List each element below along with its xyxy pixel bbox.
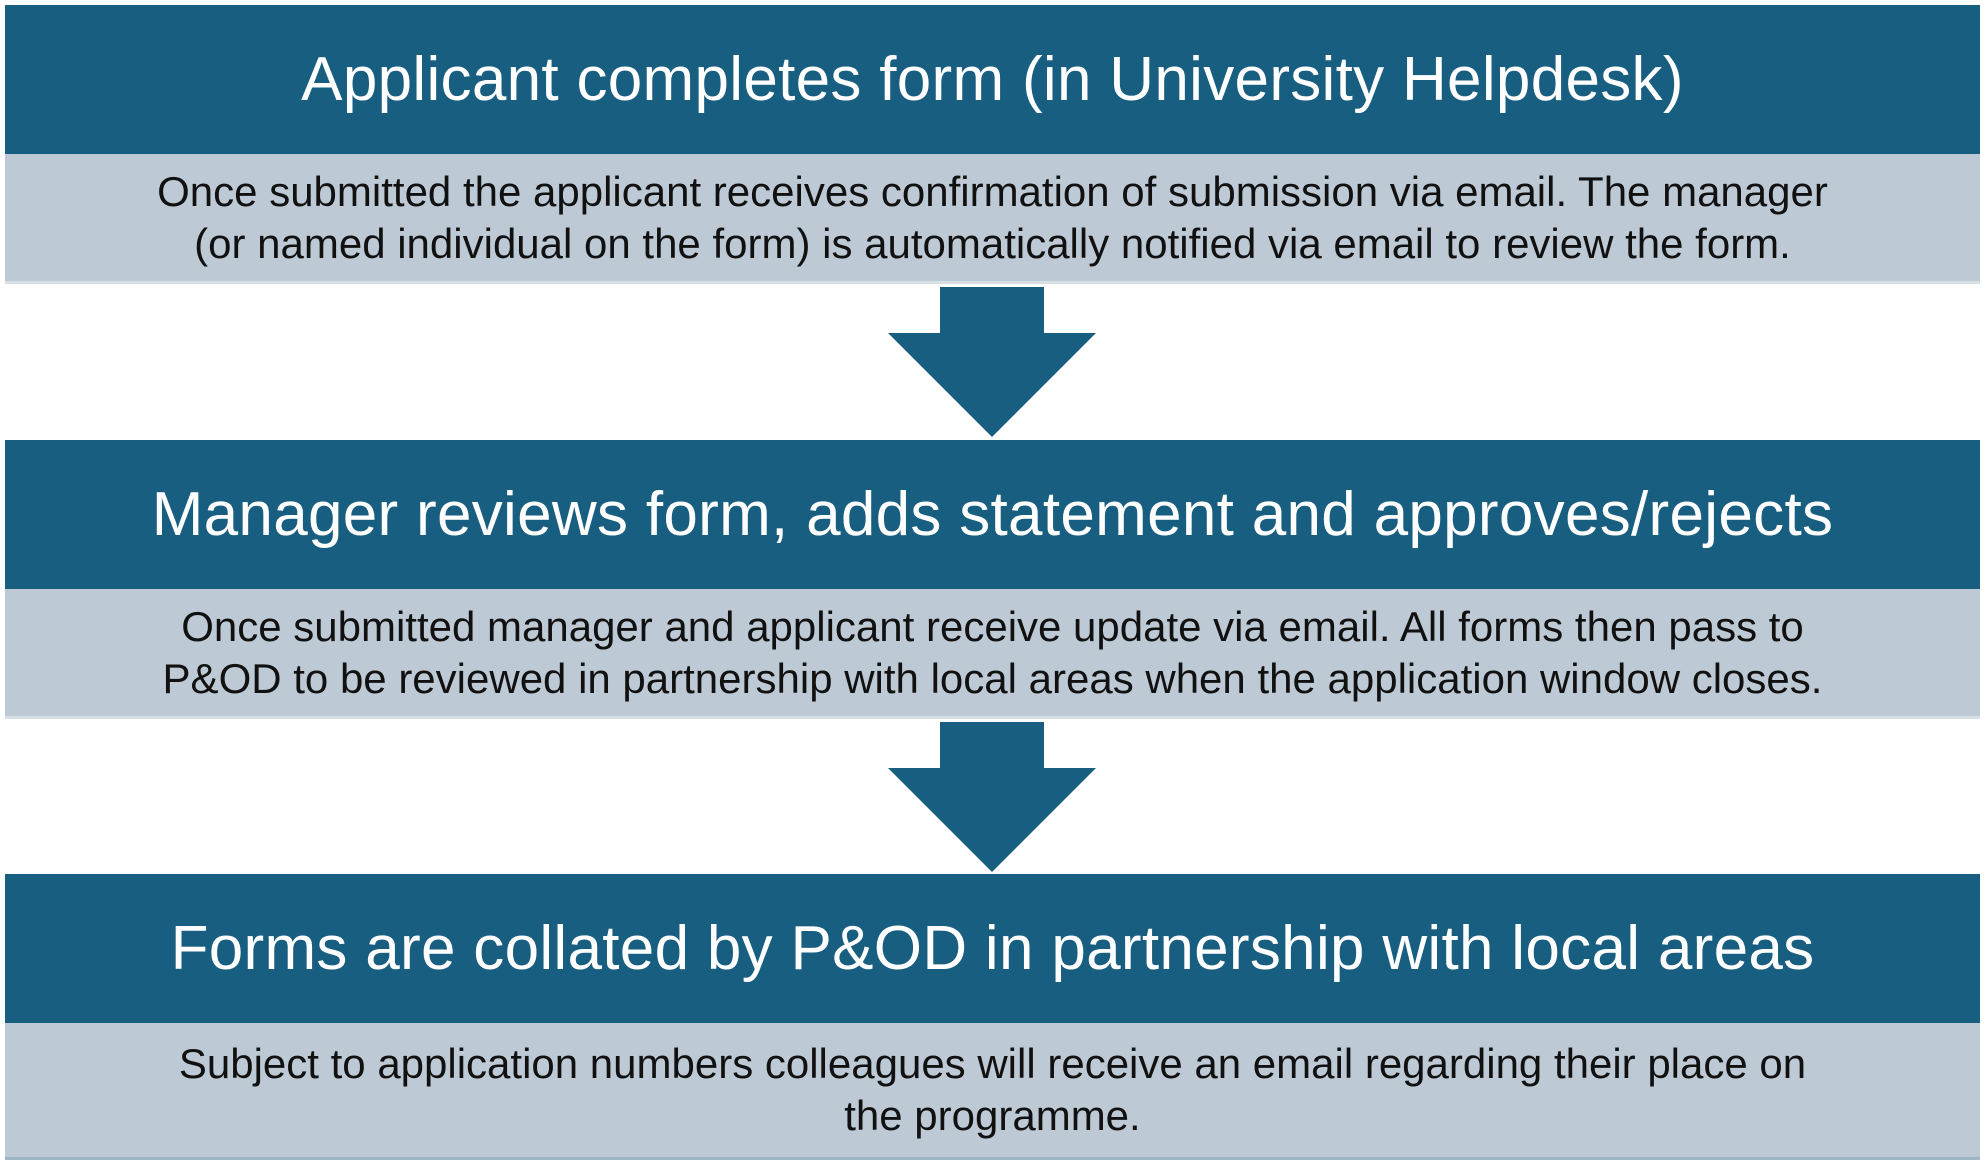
process-step-2: Manager reviews form, adds statement and… <box>5 440 1980 719</box>
step-2-description: Once submitted manager and applicant rec… <box>5 589 1980 719</box>
step-1-title: Applicant completes form (in University … <box>5 5 1980 154</box>
down-arrow-icon <box>888 287 1096 437</box>
process-step-1: Applicant completes form (in University … <box>5 5 1980 284</box>
step-1-description: Once submitted the applicant receives co… <box>5 154 1980 284</box>
process-step-3: Forms are collated by P&OD in partnershi… <box>5 874 1980 1160</box>
step-2-title: Manager reviews form, adds statement and… <box>5 440 1980 589</box>
step-3-description: Subject to application numbers colleague… <box>5 1023 1980 1160</box>
step-3-title: Forms are collated by P&OD in partnershi… <box>5 874 1980 1023</box>
down-arrow-icon <box>888 722 1096 872</box>
